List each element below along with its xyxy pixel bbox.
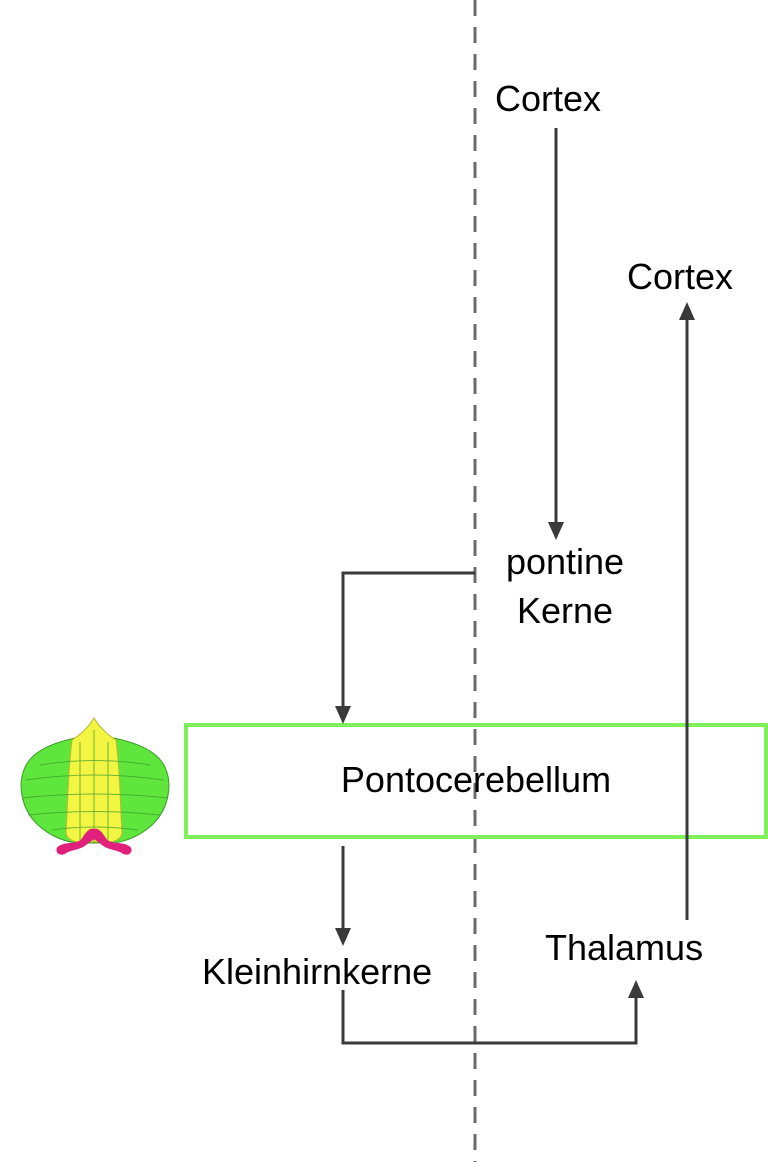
cortex-right-label: Cortex	[627, 256, 734, 297]
arrow-pontocerebellum-to-kleinhirnkerne	[335, 846, 351, 946]
arrow-cortex-to-pontine	[548, 128, 564, 540]
cerebellum-icon	[20, 717, 170, 855]
pontocerebellum-box	[184, 723, 768, 839]
thalamus-label: Thalamus	[545, 927, 704, 968]
kleinhirnkerne-label: Kleinhirnkerne	[202, 951, 433, 992]
arrow-pontine-to-pontocerebellum	[335, 571, 475, 724]
pontine-label-line1: pontine	[505, 541, 625, 582]
pontocerebellum-label: Pontocerebellum	[340, 759, 612, 800]
arrow-kleinhirnkerne-to-thalamus	[341, 980, 644, 1045]
arrow-thalamus-to-cortex	[679, 302, 695, 920]
cortex-top-label: Cortex	[495, 78, 602, 119]
pontine-label-line2: Kerne	[516, 590, 614, 631]
